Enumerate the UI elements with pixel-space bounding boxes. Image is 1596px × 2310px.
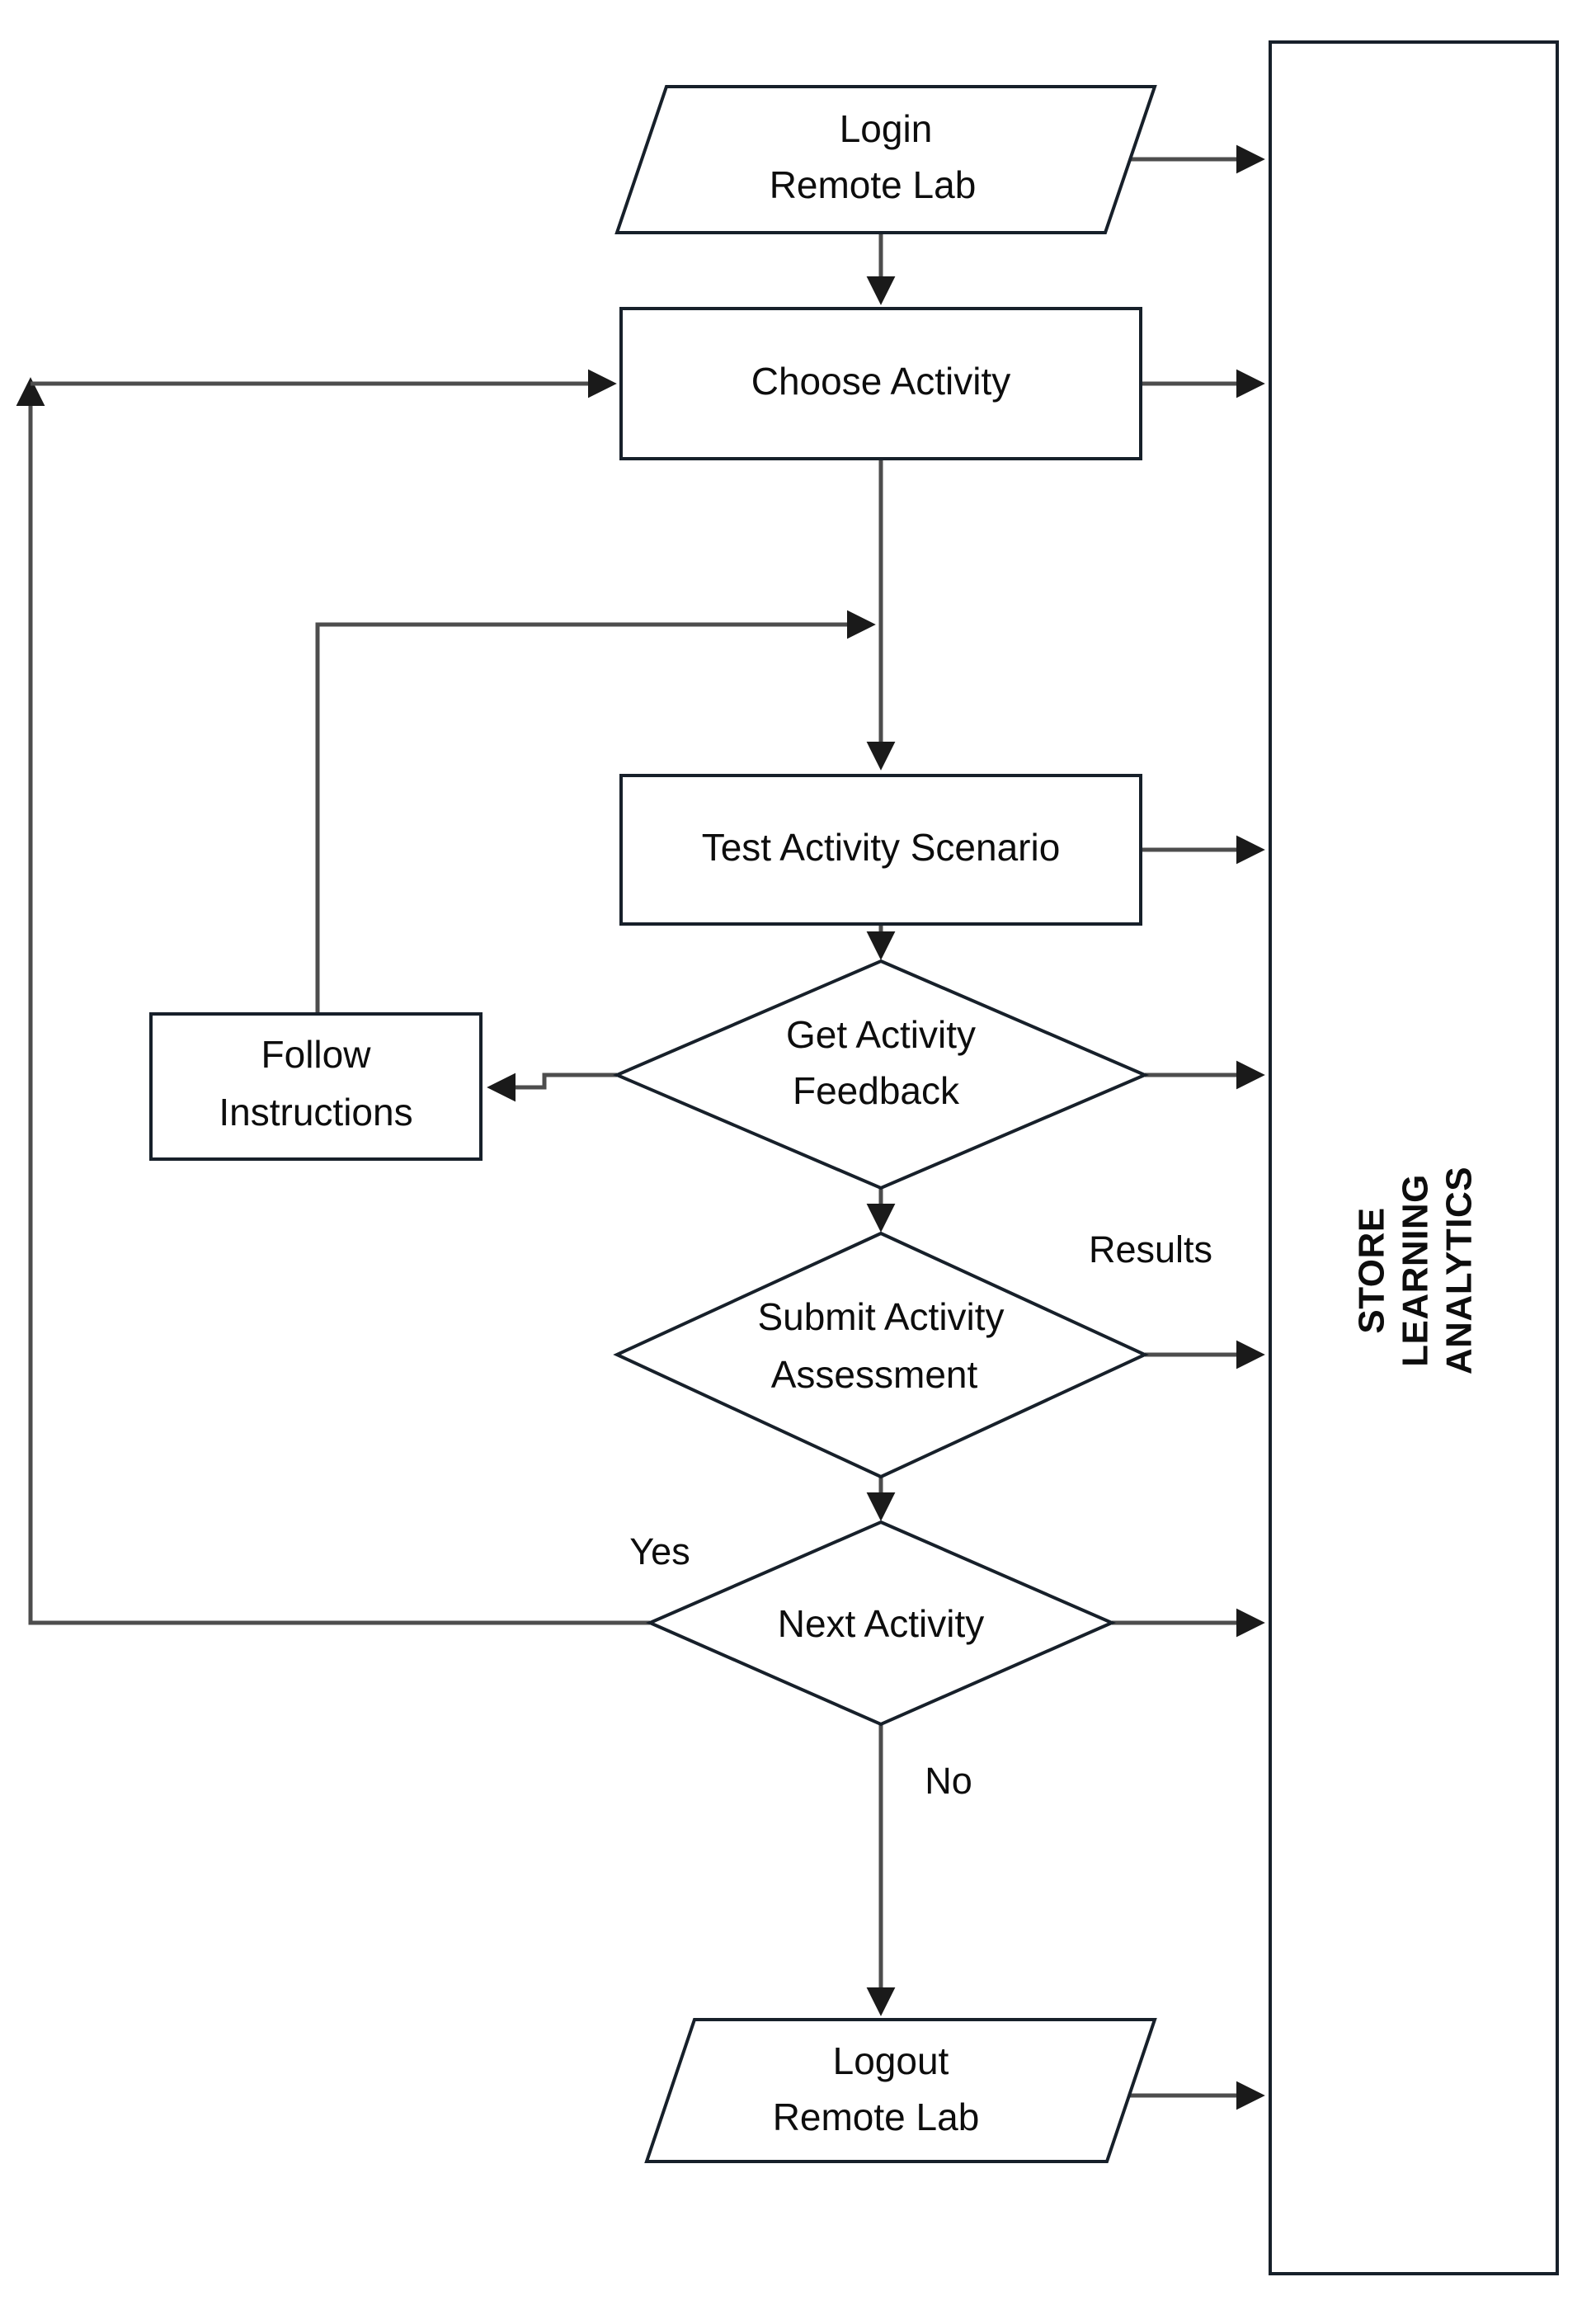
node-next-activity[interactable]: Next Activity — [646, 1520, 1116, 1727]
node-logout-line-1: Logout — [833, 2039, 949, 2082]
node-test-activity-scenario[interactable]: Test Activity Scenario — [619, 774, 1142, 926]
node-test-label: Test Activity Scenario — [702, 826, 1061, 869]
store-panel-line-1: STORE — [1352, 1207, 1392, 1333]
connectors — [16, 144, 1265, 2110]
node-follow-instructions[interactable]: Follow Instructions — [149, 1012, 483, 1161]
node-feedback-line-1: Get Activity — [786, 1013, 976, 1056]
node-choose-label: Choose Activity — [751, 360, 1010, 403]
node-login-remote-lab[interactable]: Login Remote Lab — [614, 85, 1157, 234]
node-submit-line-1: Submit Activity — [757, 1295, 1004, 1338]
edge-label-results: Results — [1089, 1228, 1212, 1270]
node-submit-activity-assessment[interactable]: Submit Activity Assessment — [613, 1231, 1149, 1479]
store-learning-analytics-panel: STORE LEARNING ANALYTICS — [1269, 40, 1559, 2275]
node-get-activity-feedback[interactable]: Get Activity Feedback — [612, 959, 1150, 1190]
node-login-line-1: Login — [840, 107, 933, 150]
edge-feedback-to-follow — [487, 1072, 617, 1102]
edge-follow-to-spine — [315, 610, 876, 1014]
node-submit-line-2: Assessment — [771, 1353, 978, 1396]
node-login-line-2: Remote Lab — [770, 163, 977, 206]
node-logout-line-2: Remote Lab — [773, 2096, 980, 2138]
node-feedback-line-2: Feedback — [793, 1069, 960, 1112]
store-panel-line-2: LEARNING — [1396, 1174, 1436, 1367]
edge-yes-loop-path — [28, 384, 650, 1625]
edge-label-no: No — [925, 1760, 972, 1802]
store-panel-line-3: ANALYTICS — [1439, 1167, 1480, 1374]
node-logout-remote-lab[interactable]: Logout Remote Lab — [644, 2018, 1157, 2163]
edge-label-yes: Yes — [629, 1530, 690, 1572]
node-next-label: Next Activity — [778, 1602, 985, 1645]
node-follow-line-1: Follow — [261, 1033, 372, 1076]
node-follow-line-2: Instructions — [219, 1091, 412, 1134]
node-choose-activity[interactable]: Choose Activity — [619, 307, 1142, 460]
